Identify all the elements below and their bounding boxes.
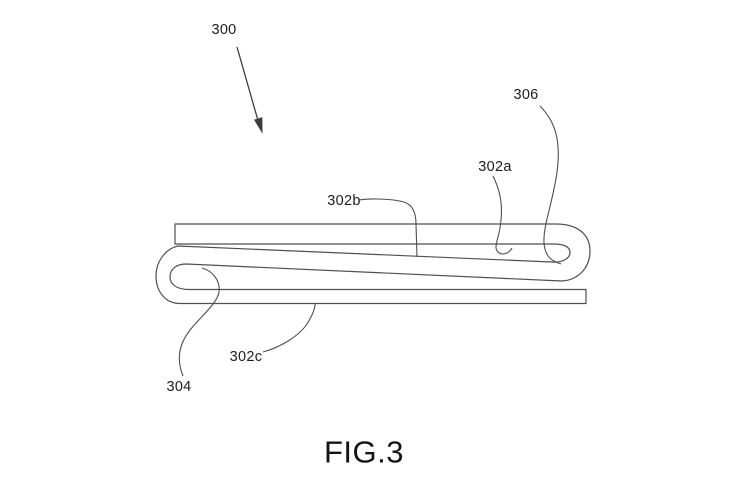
folded-display-outline [155, 223, 591, 305]
arrow-300-head [254, 117, 263, 134]
arrow-300-line [236, 46, 260, 125]
leader-302c [262, 303, 316, 353]
ref-label-304: 304 [166, 378, 192, 395]
ref-label-302a: 302a [478, 158, 512, 175]
leader-302b [358, 198, 418, 258]
ref-label-300: 300 [211, 21, 237, 38]
ref-label-306: 306 [513, 86, 539, 103]
figure-caption: FIG.3 [323, 434, 405, 470]
leader-304 [178, 267, 220, 377]
leader-302a [492, 175, 513, 255]
leader-306 [539, 105, 562, 265]
ref-label-302b: 302b [327, 192, 361, 209]
ref-label-302c: 302c [229, 348, 263, 365]
